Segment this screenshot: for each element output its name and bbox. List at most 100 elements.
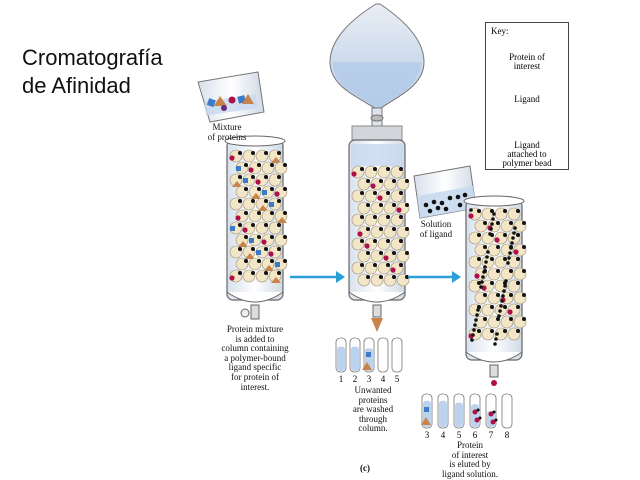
ligand-dot [476,308,480,312]
ligand-dot [423,202,429,208]
ligand-dot [477,281,481,285]
beaker-ligand-label: Solution of ligand [406,219,466,239]
ligand-dot [270,259,274,263]
ligand-dot [462,192,468,198]
ligand-dot [360,167,364,171]
other-protein [249,238,254,243]
ligand-dot [516,305,520,309]
protein-dot [235,215,241,221]
ligand-dot [483,265,487,269]
other-protein [275,262,280,267]
ligand-dot [506,261,510,265]
ligand-dot [238,199,242,203]
tube-number: 3 [366,374,372,384]
ligand-dot [264,151,268,155]
ligand-dot [513,226,517,230]
collection-tube [391,337,403,373]
protein-dot [274,191,280,197]
ligand-dot [492,212,496,216]
ligand-dot [473,323,477,327]
step2-caption-5: column. [358,423,388,434]
ligand-dot [443,206,449,212]
ligand-dot [257,163,261,167]
ligand-dot [366,227,370,231]
step1-caption: Protein mixture is added to column conta… [205,324,305,392]
beaker-ligand-label-1: Solution [420,219,452,229]
ligand-dot [435,205,441,211]
ligand-dot [503,305,507,309]
ligand-dot [503,209,507,213]
ligand-dot [490,281,494,285]
collection-tube [349,337,361,373]
other-protein [271,157,281,163]
ligand-dot [492,410,496,414]
protein-dot [472,409,478,415]
protein-dot [490,419,496,425]
ligand-dot [497,314,501,318]
step3-caption-4: ligand solution. [442,468,498,479]
ligand-dot [244,211,248,215]
step3-caption-2: of interest [451,449,489,460]
step2-caption-1: Unwanted [354,385,392,395]
ligand-dot [386,215,390,219]
title-line-1: Cromatografía [22,45,163,70]
ligand-dot [366,251,370,255]
step1-caption-7: interest. [240,381,270,392]
other-protein [269,202,274,207]
other-protein [264,265,274,271]
ligand-dot [480,280,484,284]
tube-number: 2 [352,374,358,384]
other-protein [245,253,255,259]
ligand-dot [360,239,364,243]
protein-dot [229,155,235,161]
ligand-dot [516,233,520,237]
ligand-dot [244,259,248,263]
tube-number: 4 [380,374,386,384]
other-protein [362,362,372,370]
step1-caption-5: ligand specific [228,362,282,373]
ligand-dot [251,175,255,179]
ligand-dot [522,293,526,297]
ligand-dot [490,257,494,261]
arrow-2 [408,271,461,283]
other-protein [421,417,431,425]
other-protein [232,181,242,187]
ligand-dot [500,299,504,303]
tube-number: 3 [424,430,430,440]
tube-number: 5 [456,430,462,440]
ligand-dot [257,187,261,191]
protein-dot [396,207,402,213]
ligand-dot [251,271,255,275]
ligand-dot [522,269,526,273]
tube-number: 7 [488,430,494,440]
collection-tube [335,337,347,373]
ligand-dot [277,223,281,227]
ligand-dot [283,235,287,239]
ligand-dot [270,211,274,215]
column-3 [463,195,527,386]
ligand-dot [277,199,281,203]
ligand-dot [470,338,474,342]
other-protein [271,277,281,283]
ligand-dot [379,179,383,183]
key-attached-label-2: attached to [507,149,547,159]
step2-caption: Unwanted proteins are washed through col… [333,385,413,434]
ligand-dot [482,270,486,274]
tube-number: 8 [504,430,510,440]
ligand-dot [503,233,507,237]
ligand-dot [477,209,481,213]
ligand-dot [257,235,261,239]
other-protein [256,250,261,255]
ligand-dot [516,329,520,333]
ligand-dot [405,203,409,207]
separatory-funnel [329,3,425,141]
ligand-dot [399,239,403,243]
ligand-dot [486,250,490,254]
ligand-dot [496,221,500,225]
ligand-dot [270,163,274,167]
other-protein [243,178,248,183]
column-2 [348,139,410,332]
ligand-dot [277,271,281,275]
collection-tube [437,393,449,429]
ligand-dot [386,191,390,195]
